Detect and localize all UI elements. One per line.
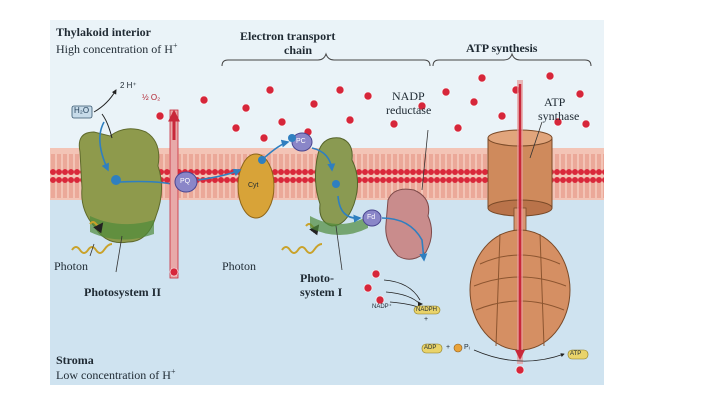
thylakoid-interior-title: Thylakoid interior — [56, 25, 152, 39]
lumen-h-ions — [199, 71, 591, 143]
atp-synthesis-label: ATP synthesis — [466, 41, 538, 55]
ps2-electron — [111, 175, 121, 185]
pi-label: Pᵢ — [464, 344, 470, 351]
photon-label-mid: Photon — [222, 259, 257, 273]
diagram-panel: Thylakoid interior High concentration of… — [50, 20, 604, 385]
adp-label: ADP — [424, 345, 437, 351]
cytochrome — [237, 153, 275, 219]
etc-label-1: Electron transport — [240, 29, 336, 43]
etc-bracket — [221, 52, 431, 67]
atp-synthase-pointer — [529, 121, 543, 159]
photosystem-ii-label: Photosystem II — [84, 285, 161, 299]
photon-label-left: Photon — [54, 259, 89, 273]
adp-plus-label: + — [446, 344, 451, 351]
stroma-title: Stroma — [56, 353, 94, 367]
h2o-label: H₂O — [74, 106, 90, 115]
atp-pill — [567, 349, 589, 360]
fd-carrier — [362, 209, 382, 227]
nadp-plus-label: NADP⁺ — [372, 304, 392, 310]
nadp-pointer — [421, 129, 429, 191]
atp-label: ATP — [570, 351, 582, 357]
photosystem-i-label-2: system I — [300, 285, 343, 299]
nadph-label: NADPH — [416, 307, 438, 313]
atp-synthase-label-1: ATP — [544, 95, 566, 109]
adp-pill — [421, 343, 443, 354]
stroma-subtitle: Low concentration of H+ — [56, 367, 176, 382]
pi-dot — [453, 343, 463, 353]
two-h-label: 2 H⁺ — [120, 81, 137, 90]
half-o2-label: ½ O₂ — [142, 93, 161, 102]
h2o-box — [71, 105, 93, 119]
etc-label-2: chain — [284, 43, 313, 57]
fd-label: Fd — [367, 214, 376, 221]
atp-synthase-label-2: synthase — [538, 109, 580, 123]
photosystem-i-label-1: Photo- — [300, 271, 334, 285]
pc-label: PC — [296, 138, 306, 145]
nadph-pill — [413, 305, 441, 315]
photon-wave-left — [71, 243, 113, 254]
thylakoid-interior-subtitle: High concentration of H+ — [56, 41, 178, 56]
pq-carrier — [174, 171, 198, 193]
photon-wave-mid — [281, 243, 323, 254]
cyt-label: Cyt — [248, 182, 259, 189]
nadph-plus-label: + — [424, 316, 429, 323]
thylakoid-diagram — [50, 20, 604, 385]
atp-bracket — [432, 52, 592, 67]
nadp-reductase-label-2: reductase — [386, 103, 432, 117]
pq-label: PQ — [180, 178, 191, 185]
nadp-reductase-label-1: NADP — [392, 89, 425, 103]
